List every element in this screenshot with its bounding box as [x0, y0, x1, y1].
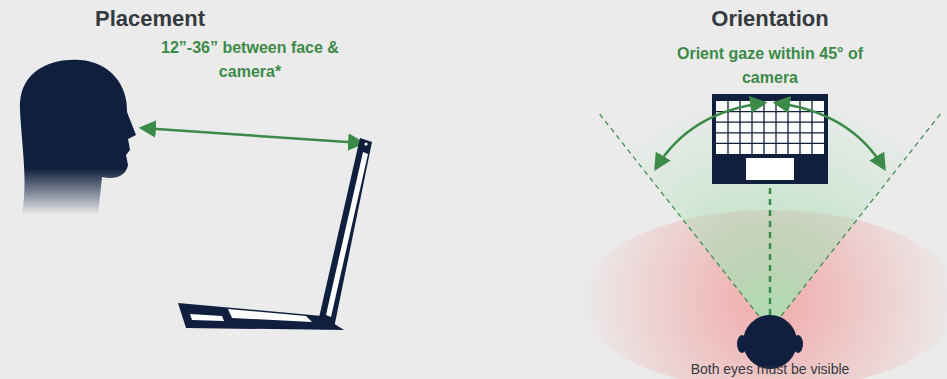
face-silhouette — [20, 60, 136, 215]
angle-label: Orient gaze within 45° of camera — [650, 42, 890, 90]
laptop-trackpad — [190, 314, 224, 321]
laptop-lid — [318, 138, 372, 328]
angle-arc — [776, 103, 884, 168]
distance-label: 12”-36” between face & camera* — [160, 36, 340, 84]
angle-arc — [656, 103, 764, 168]
laptop-top-view — [712, 94, 828, 184]
section-heading: Placement — [50, 6, 250, 32]
distance-arrow — [142, 128, 362, 143]
laptop-camera — [364, 142, 367, 145]
note-text: Both eyes must be visible — [640, 361, 900, 377]
head-top-view — [743, 315, 797, 369]
laptop-screen — [326, 152, 368, 317]
laptop-keyboard — [228, 309, 312, 322]
laptop-base — [178, 303, 344, 330]
laptop-trackpad — [746, 158, 794, 180]
section-heading: Orientation — [670, 6, 870, 32]
